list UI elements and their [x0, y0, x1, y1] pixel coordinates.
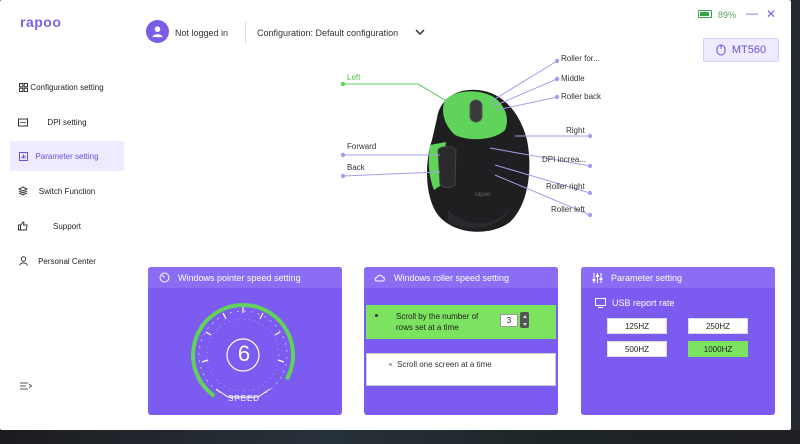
avatar[interactable] [146, 20, 169, 43]
rate-1000hz-button[interactable]: 1000HZ [688, 341, 748, 357]
button-label-roller-left[interactable]: Roller left [551, 205, 586, 214]
desktop-taskbar-edge [0, 430, 800, 444]
panel-header: Windows pointer speed setting [148, 267, 342, 288]
speed-gauge[interactable] [188, 297, 298, 411]
rate-125hz-button[interactable]: 125HZ [607, 318, 667, 334]
panel-header: Parameter setting [581, 267, 775, 288]
rows-stepper-arrows[interactable] [520, 312, 529, 328]
dpi-icon [18, 117, 28, 127]
button-label-right[interactable]: Right [566, 126, 585, 135]
device-button[interactable]: MT560 [703, 38, 779, 62]
thumbs-up-icon [18, 221, 28, 231]
sidebar-item-configuration[interactable]: Configuration setting [10, 72, 124, 102]
monitor-icon [595, 298, 606, 308]
layers-icon [18, 186, 28, 196]
configuration-selector[interactable]: Configuration: Default configuration [257, 28, 399, 38]
rapoo-logo: rapoo [20, 14, 62, 30]
button-label-roller-forward[interactable]: Roller for... [561, 54, 600, 63]
button-label-roller-back[interactable]: Roller back [561, 92, 602, 101]
sidebar-item-dpi[interactable]: DPI setting [10, 107, 124, 137]
mouse-icon [716, 44, 726, 56]
mouse-button-diagram: rapoo Left Roller for... Middle Roller b… [340, 54, 602, 232]
sidebar-item-switch-function[interactable]: Switch Function [10, 176, 124, 206]
button-label-back[interactable]: Back [347, 163, 366, 172]
sidebar-item-personal-center[interactable]: Personal Center [10, 246, 124, 276]
chevron-down-icon[interactable] [414, 26, 426, 38]
cloud-icon [374, 272, 386, 284]
user-avatar-icon [152, 26, 163, 38]
close-button[interactable]: ✕ [766, 7, 777, 21]
usb-rate-heading: USB report rate [595, 298, 675, 308]
device-name: MT560 [731, 44, 767, 56]
battery-icon [698, 10, 712, 18]
chart-icon [18, 151, 28, 161]
usb-rate-label: USB report rate [612, 298, 675, 308]
desktop-edge [791, 0, 800, 444]
parameter-setting-panel: Parameter setting USB report rate 125HZ … [581, 267, 775, 415]
speed-label: SPEED [227, 394, 261, 403]
battery-level: 89% [718, 10, 737, 20]
sliders-icon [591, 272, 603, 284]
roller-speed-panel: Windows roller speed setting Scroll by t… [364, 267, 558, 415]
button-label-left[interactable]: Left [347, 73, 361, 82]
minimize-button[interactable]: — [746, 6, 758, 20]
rate-500hz-button[interactable]: 500HZ [607, 341, 667, 357]
collapse-menu-icon[interactable] [20, 382, 32, 392]
panel-title: Windows roller speed setting [394, 272, 510, 283]
sidebar-item-label: Switch Function [38, 186, 96, 196]
sidebar-item-parameter[interactable]: Parameter setting [10, 141, 124, 171]
sidebar-item-support[interactable]: Support [10, 211, 124, 241]
radio-selected-indicator [375, 314, 378, 317]
scroll-screen-option[interactable]: Scroll one screen at a time [366, 353, 556, 386]
option-label: Scroll one screen at a time [397, 360, 492, 369]
scroll-rows-option[interactable]: Scroll by the number of rows set at a ti… [366, 305, 556, 339]
radio-indicator [389, 363, 392, 366]
header-divider [245, 22, 246, 44]
sidebar-item-label: Personal Center [38, 256, 96, 266]
sidebar-item-label: Configuration setting [30, 82, 104, 92]
mouse-brand-text: rapoo [475, 192, 491, 198]
sidebar-item-label: DPI setting [47, 117, 87, 127]
user-icon [18, 256, 28, 266]
panel-title: Windows pointer speed setting [178, 272, 301, 283]
rows-stepper-input[interactable]: 3 [500, 314, 518, 327]
app-window: rapoo Not logged in Configuration: Defau… [0, 0, 791, 430]
option-label: Scroll by the number of rows set at a ti… [396, 312, 479, 332]
login-status[interactable]: Not logged in [175, 28, 229, 38]
sidebar-item-label: Support [52, 221, 82, 231]
panel-title: Parameter setting [611, 272, 683, 283]
panel-header: Windows roller speed setting [364, 267, 558, 288]
speedometer-icon [158, 272, 170, 284]
sidebar-item-label: Parameter setting [35, 151, 99, 161]
speed-value: 6 [237, 341, 251, 366]
button-label-roller-right[interactable]: Roller right [546, 182, 585, 191]
rate-250hz-button[interactable]: 250HZ [688, 318, 748, 334]
button-label-forward[interactable]: Forward [347, 142, 376, 151]
mouse-image: rapoo [427, 89, 530, 232]
pointer-speed-panel: Windows pointer speed setting 6 SPEED [148, 267, 342, 415]
grid-icon [18, 82, 28, 92]
button-label-dpi-increase[interactable]: DPI increa... [542, 155, 586, 164]
button-label-middle[interactable]: Middle [561, 74, 585, 83]
